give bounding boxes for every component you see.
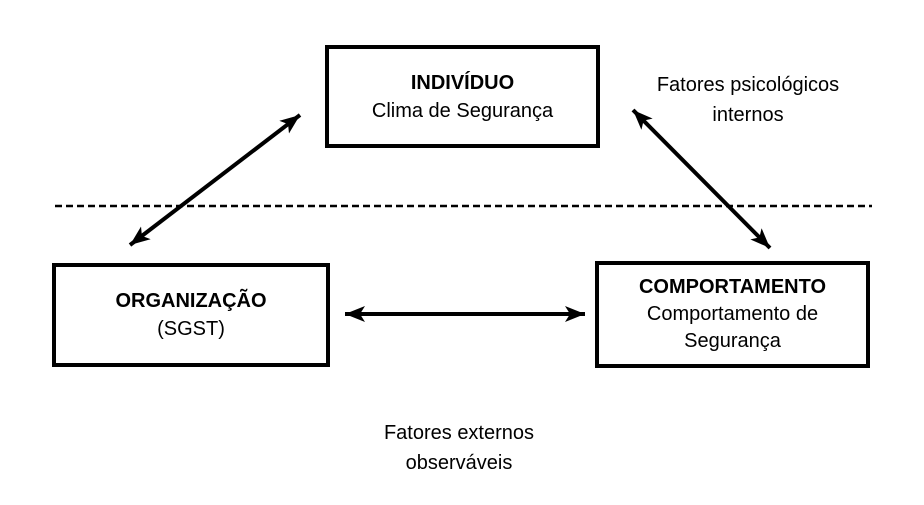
arrow-individuo-comportamento — [631, 108, 772, 250]
node-organizacao-subtitle: (SGST) — [157, 318, 225, 340]
label-internal-factors-line2: internos — [712, 104, 784, 126]
node-comportamento: COMPORTAMENTO Comportamento de Segurança — [595, 261, 870, 368]
node-individuo-title: INDIVÍDUO — [410, 71, 515, 94]
arrow-organizacao-individuo — [128, 113, 302, 247]
label-internal-factors: Fatores psicológicos internos — [623, 70, 873, 130]
label-external-factors-line2: observáveis — [405, 452, 513, 474]
node-comportamento-subtitle: Comportamento de Segurança — [646, 303, 819, 352]
label-external-factors: Fatores externos observáveis — [345, 418, 573, 478]
label-external-factors-line1: Fatores externos — [383, 422, 535, 444]
node-comportamento-title: COMPORTAMENTO — [638, 276, 827, 298]
node-organizacao: ORGANIZAÇÃO (SGST) — [52, 263, 330, 367]
node-individuo: INDIVÍDUO Clima de Segurança — [325, 45, 600, 148]
node-organizacao-title: ORGANIZAÇÃO — [115, 290, 267, 312]
label-internal-factors-line1: Fatores psicológicos — [656, 74, 840, 96]
node-individuo-subtitle: Clima de Segurança — [371, 99, 554, 122]
